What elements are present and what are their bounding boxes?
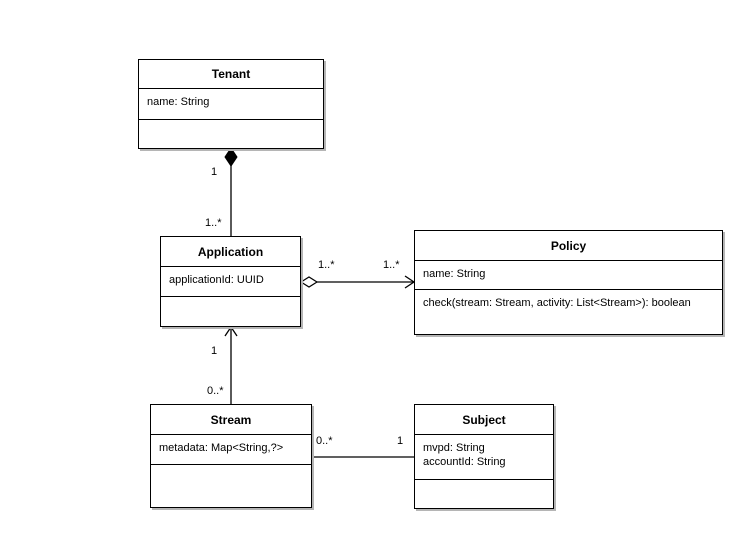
- class-stream-attribute: metadata: Map<String,?>: [159, 442, 284, 454]
- multiplicity-subject-end: 1: [397, 435, 404, 447]
- class-policy-title: Policy: [415, 231, 722, 261]
- class-tenant[interactable]: Tenant name: String: [138, 59, 324, 149]
- class-policy-operations: check(stream: Stream, activity: List<Str…: [415, 290, 722, 316]
- class-subject[interactable]: Subject mvpd: String accountId: String: [414, 404, 554, 509]
- class-stream-attributes: metadata: Map<String,?>: [151, 435, 311, 465]
- class-policy-attribute: name: String: [423, 268, 486, 280]
- multiplicity-tenant-end: 1: [211, 166, 218, 178]
- class-subject-operations: [415, 480, 553, 492]
- navigability-arrow-icon: [224, 325, 238, 337]
- multiplicity-application-end: 1..*: [205, 217, 222, 229]
- class-policy[interactable]: Policy name: String check(stream: Stream…: [414, 230, 723, 335]
- composition-diamond-icon: [224, 147, 238, 167]
- class-application-attribute: applicationId: UUID: [169, 274, 264, 286]
- class-subject-attribute: accountId: String: [423, 456, 506, 468]
- class-tenant-title: Tenant: [139, 60, 323, 89]
- class-policy-attributes: name: String: [415, 261, 722, 290]
- aggregation-diamond-icon: [299, 276, 319, 288]
- class-stream[interactable]: Stream metadata: Map<String,?>: [150, 404, 312, 508]
- multiplicity-stream-end: 0..*: [207, 385, 224, 397]
- class-policy-operation: check(stream: Stream, activity: List<Str…: [423, 297, 691, 309]
- class-subject-attributes: mvpd: String accountId: String: [415, 435, 553, 480]
- class-tenant-attributes: name: String: [139, 89, 323, 120]
- multiplicity-policy-end: 1..*: [383, 259, 400, 271]
- class-application-attributes: applicationId: UUID: [161, 267, 300, 297]
- multiplicity-application-end: 1..*: [318, 259, 335, 271]
- class-stream-operations: [151, 465, 311, 477]
- class-tenant-operations: [139, 120, 323, 132]
- class-tenant-attribute: name: String: [147, 96, 210, 108]
- class-application-operations: [161, 297, 300, 309]
- multiplicity-application-end: 1: [211, 345, 218, 357]
- class-application[interactable]: Application applicationId: UUID: [160, 236, 301, 327]
- class-subject-title: Subject: [415, 405, 553, 435]
- class-subject-attribute: mvpd: String: [423, 442, 485, 454]
- class-application-title: Application: [161, 237, 300, 267]
- multiplicity-stream-end: 0..*: [316, 435, 333, 447]
- class-stream-title: Stream: [151, 405, 311, 435]
